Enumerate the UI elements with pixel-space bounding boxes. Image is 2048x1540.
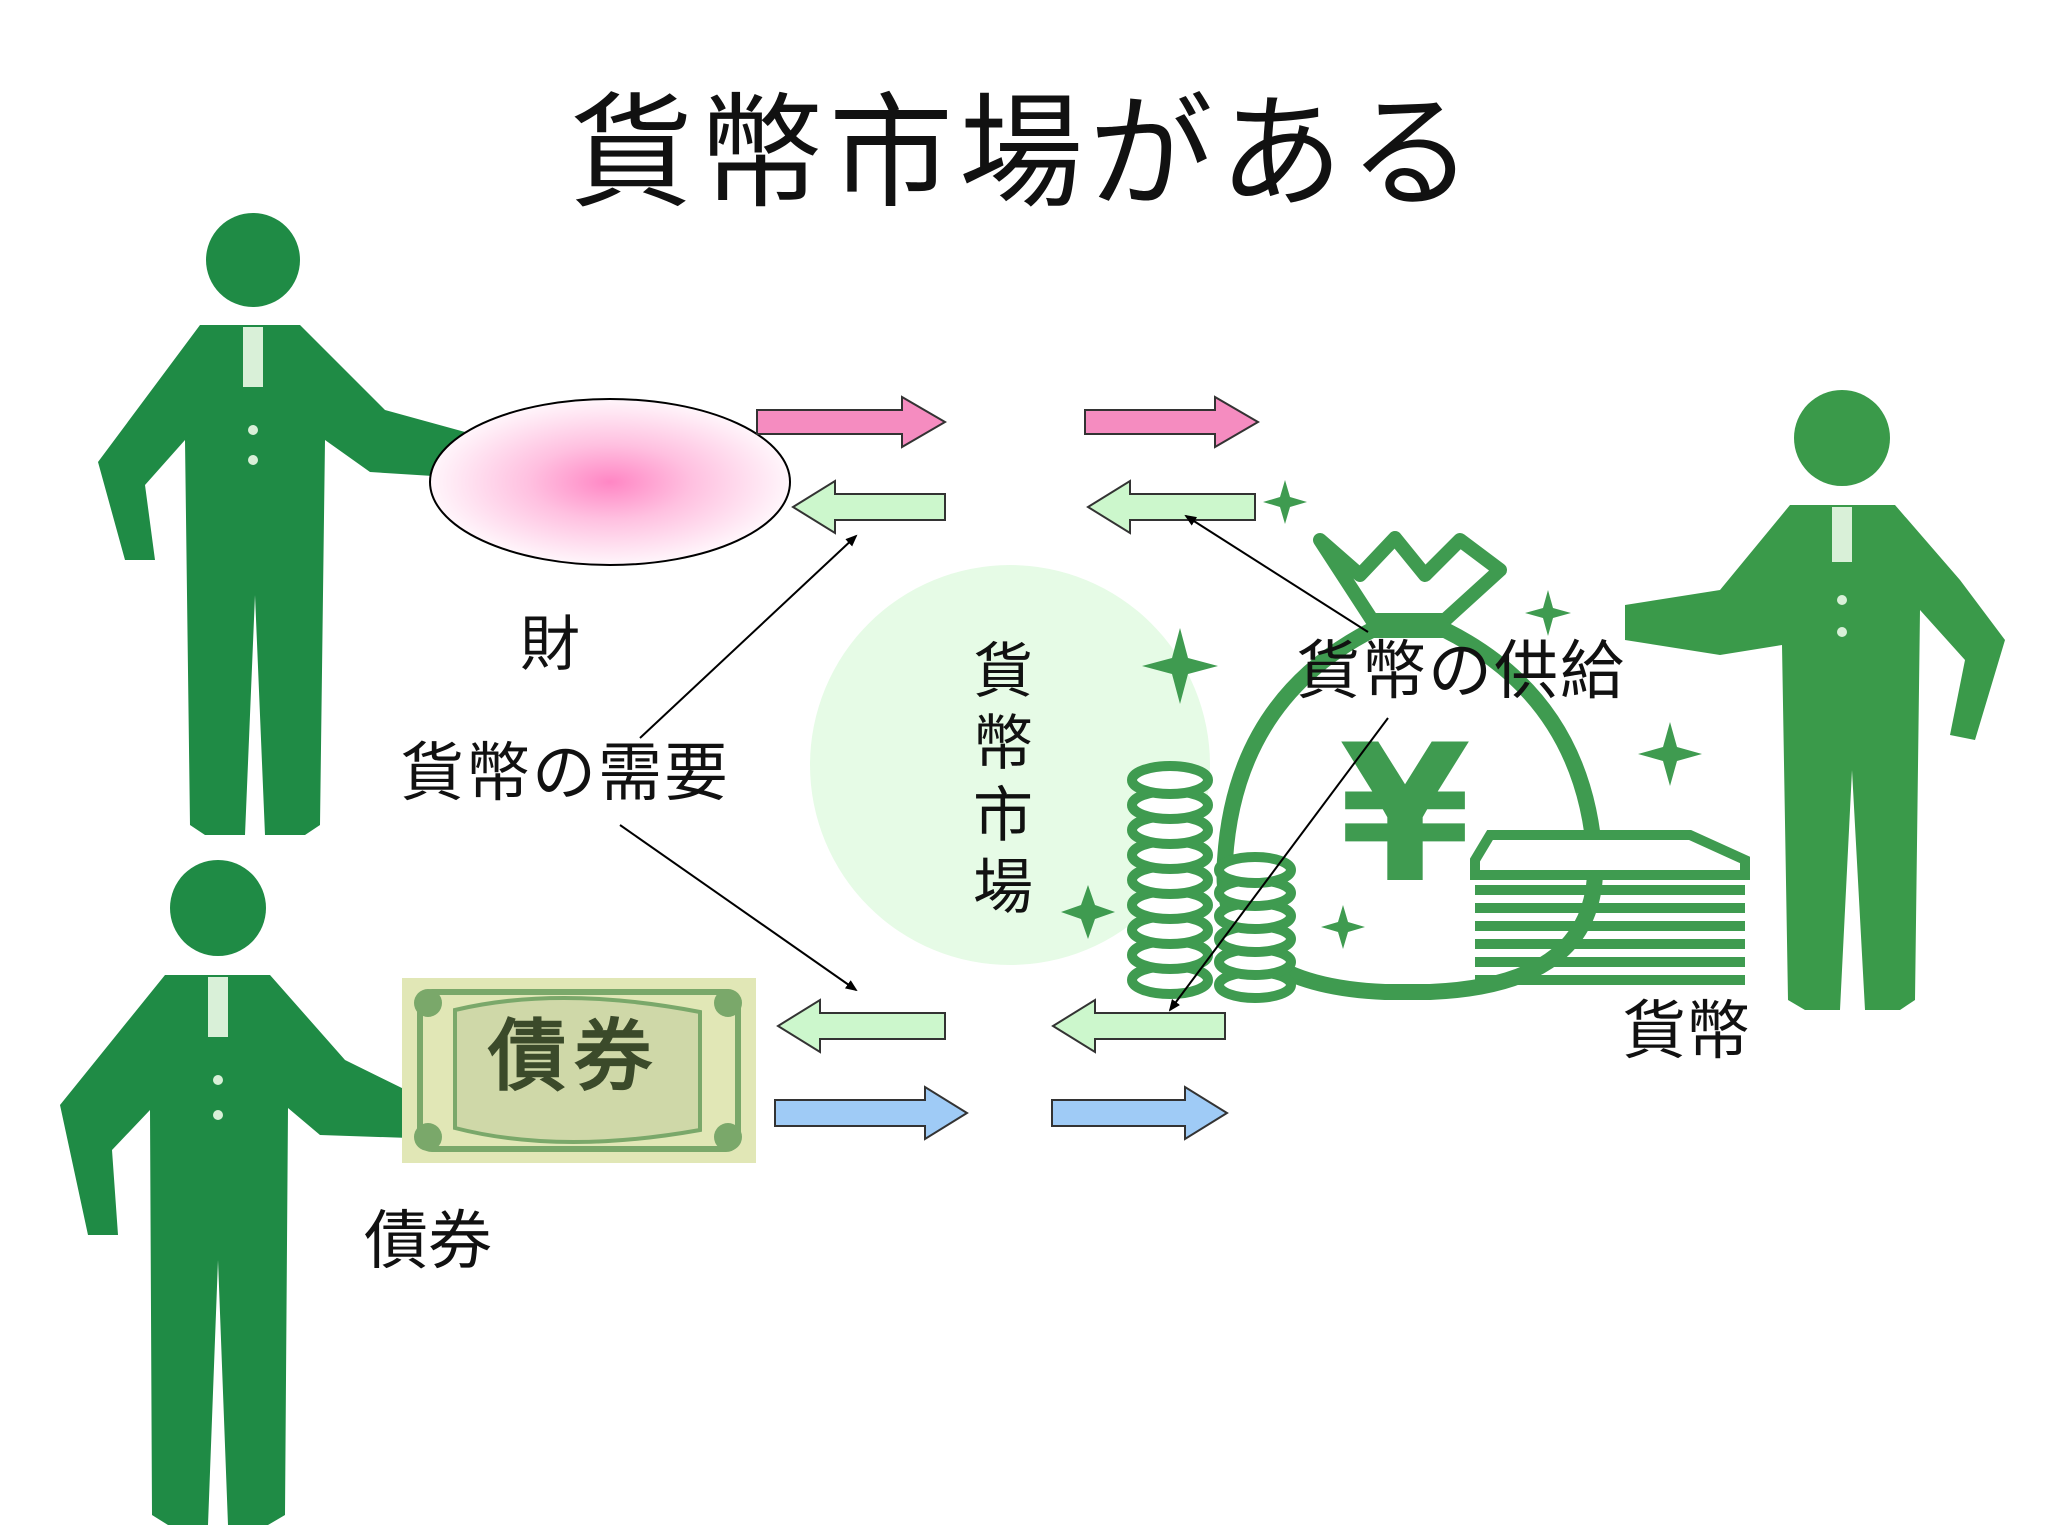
bond-certificate-text: 債券 xyxy=(488,1012,661,1102)
goods-arrow-right xyxy=(1084,395,1260,449)
coin-stack-short-icon xyxy=(1214,852,1296,1003)
banknote-stack-icon xyxy=(1470,830,1750,985)
person-top-left-icon xyxy=(98,213,465,835)
person-bottom-left-tie xyxy=(208,977,228,1120)
coin-stack-tall-icon xyxy=(1127,761,1213,999)
goods-arrow-left xyxy=(756,395,947,449)
money-arrow-top-left xyxy=(791,479,946,535)
label-bond: 債券 xyxy=(364,1205,492,1279)
sparkle-icon xyxy=(1061,480,1702,949)
supply-pointer-upper xyxy=(1184,514,1369,633)
page-title: 貨幣市場がある xyxy=(568,82,1479,226)
demand-pointer-lower xyxy=(619,824,858,992)
person-right-icon xyxy=(1625,390,2005,1010)
yen-symbol: ¥ xyxy=(1339,704,1471,925)
money-arrow-top-right xyxy=(1086,479,1256,535)
label-goods: 財 xyxy=(520,610,580,680)
money-arrow-bottom-left xyxy=(776,998,946,1054)
label-money-supply: 貨幣の供給 xyxy=(1296,635,1626,709)
person-bottom-left-icon xyxy=(60,860,410,1525)
money-bag-icon: ¥ xyxy=(1216,531,1604,1000)
market-circle xyxy=(810,565,1210,965)
goods-ellipse xyxy=(429,398,791,566)
person-top-left-tie xyxy=(243,327,263,465)
money-arrow-bottom-right xyxy=(1051,998,1226,1054)
bond-arrow-left xyxy=(774,1085,969,1141)
person-right-tie xyxy=(1832,507,1852,637)
bond-arrow-right xyxy=(1051,1085,1229,1141)
supply-pointer-lower xyxy=(1168,717,1389,1012)
label-money: 貨幣 xyxy=(1622,995,1750,1069)
bond-certificate-icon xyxy=(402,978,756,1163)
label-money-market: 貨幣市場 xyxy=(973,637,1033,923)
demand-pointer-upper xyxy=(639,534,858,739)
label-money-demand: 貨幣の需要 xyxy=(400,737,730,811)
